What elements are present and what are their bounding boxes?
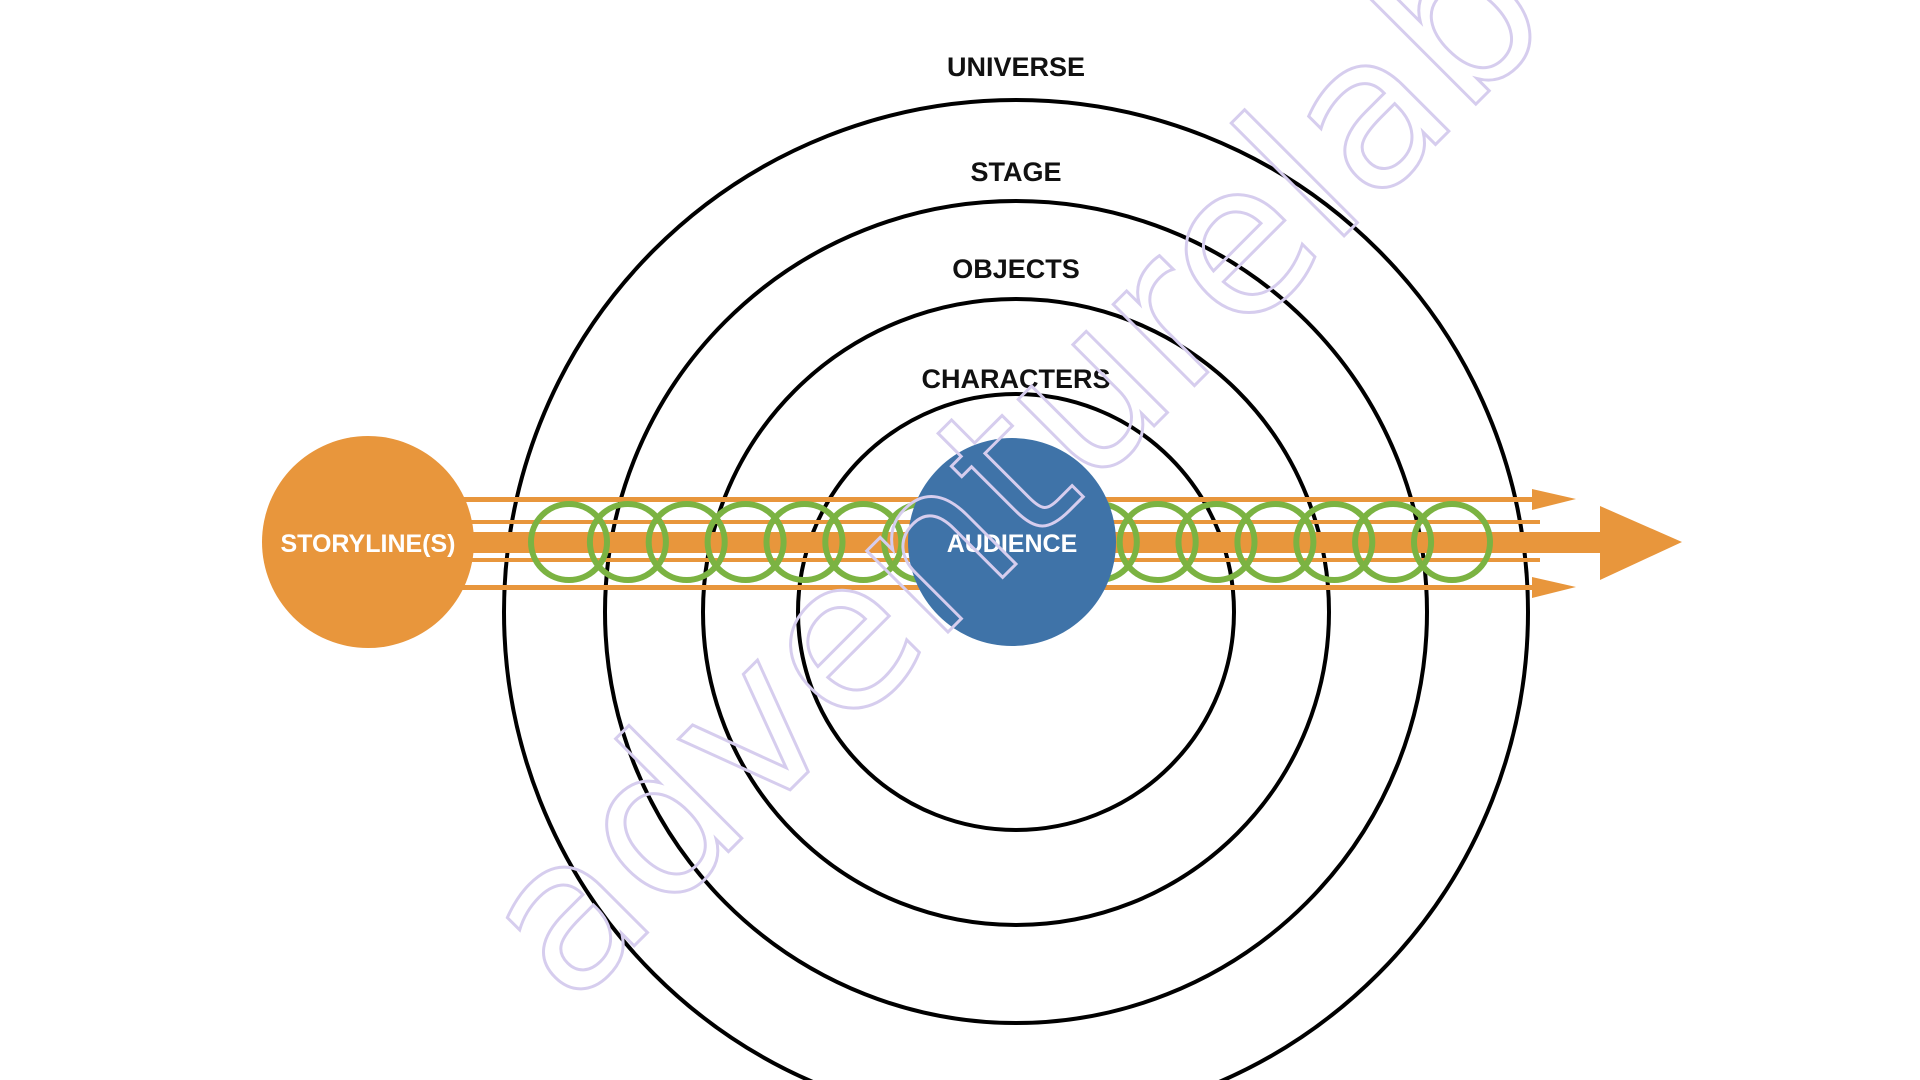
chain-link bbox=[586, 501, 669, 583]
chain-link bbox=[822, 501, 905, 583]
storyline-circle bbox=[262, 436, 474, 648]
audience-label: AUDIENCE bbox=[947, 530, 1078, 558]
storyline-label: STORYLINE(S) bbox=[280, 530, 455, 558]
lower-arrow-head bbox=[1532, 577, 1576, 598]
upper-arrow-head bbox=[1532, 489, 1576, 510]
chain-link bbox=[1293, 501, 1376, 583]
chain-link bbox=[1116, 501, 1199, 583]
chain-link bbox=[704, 501, 787, 583]
ring-universe bbox=[502, 98, 1530, 1080]
chain-link bbox=[1411, 501, 1493, 583]
audience-node: AUDIENCE bbox=[908, 438, 1116, 646]
ring-stage bbox=[603, 199, 1429, 1025]
main-arrow-head bbox=[1600, 506, 1682, 580]
ring-label-characters: CHARACTERS bbox=[922, 364, 1111, 394]
chain-link bbox=[763, 501, 846, 583]
chain-link bbox=[1234, 501, 1317, 583]
chain-link bbox=[645, 501, 728, 583]
audience-circle bbox=[908, 438, 1116, 646]
ring-objects bbox=[701, 297, 1331, 927]
chain-link bbox=[1352, 501, 1435, 583]
chain-link bbox=[528, 501, 610, 583]
ring-label-stage: STAGE bbox=[970, 157, 1061, 187]
ring-label-objects: OBJECTS bbox=[952, 254, 1080, 284]
chain-link bbox=[1175, 501, 1258, 583]
ring-label-universe: UNIVERSE bbox=[947, 52, 1085, 82]
concentric-rings bbox=[502, 98, 1530, 1080]
ring-characters bbox=[796, 392, 1236, 832]
storyline-node: STORYLINE(S) bbox=[262, 436, 474, 648]
